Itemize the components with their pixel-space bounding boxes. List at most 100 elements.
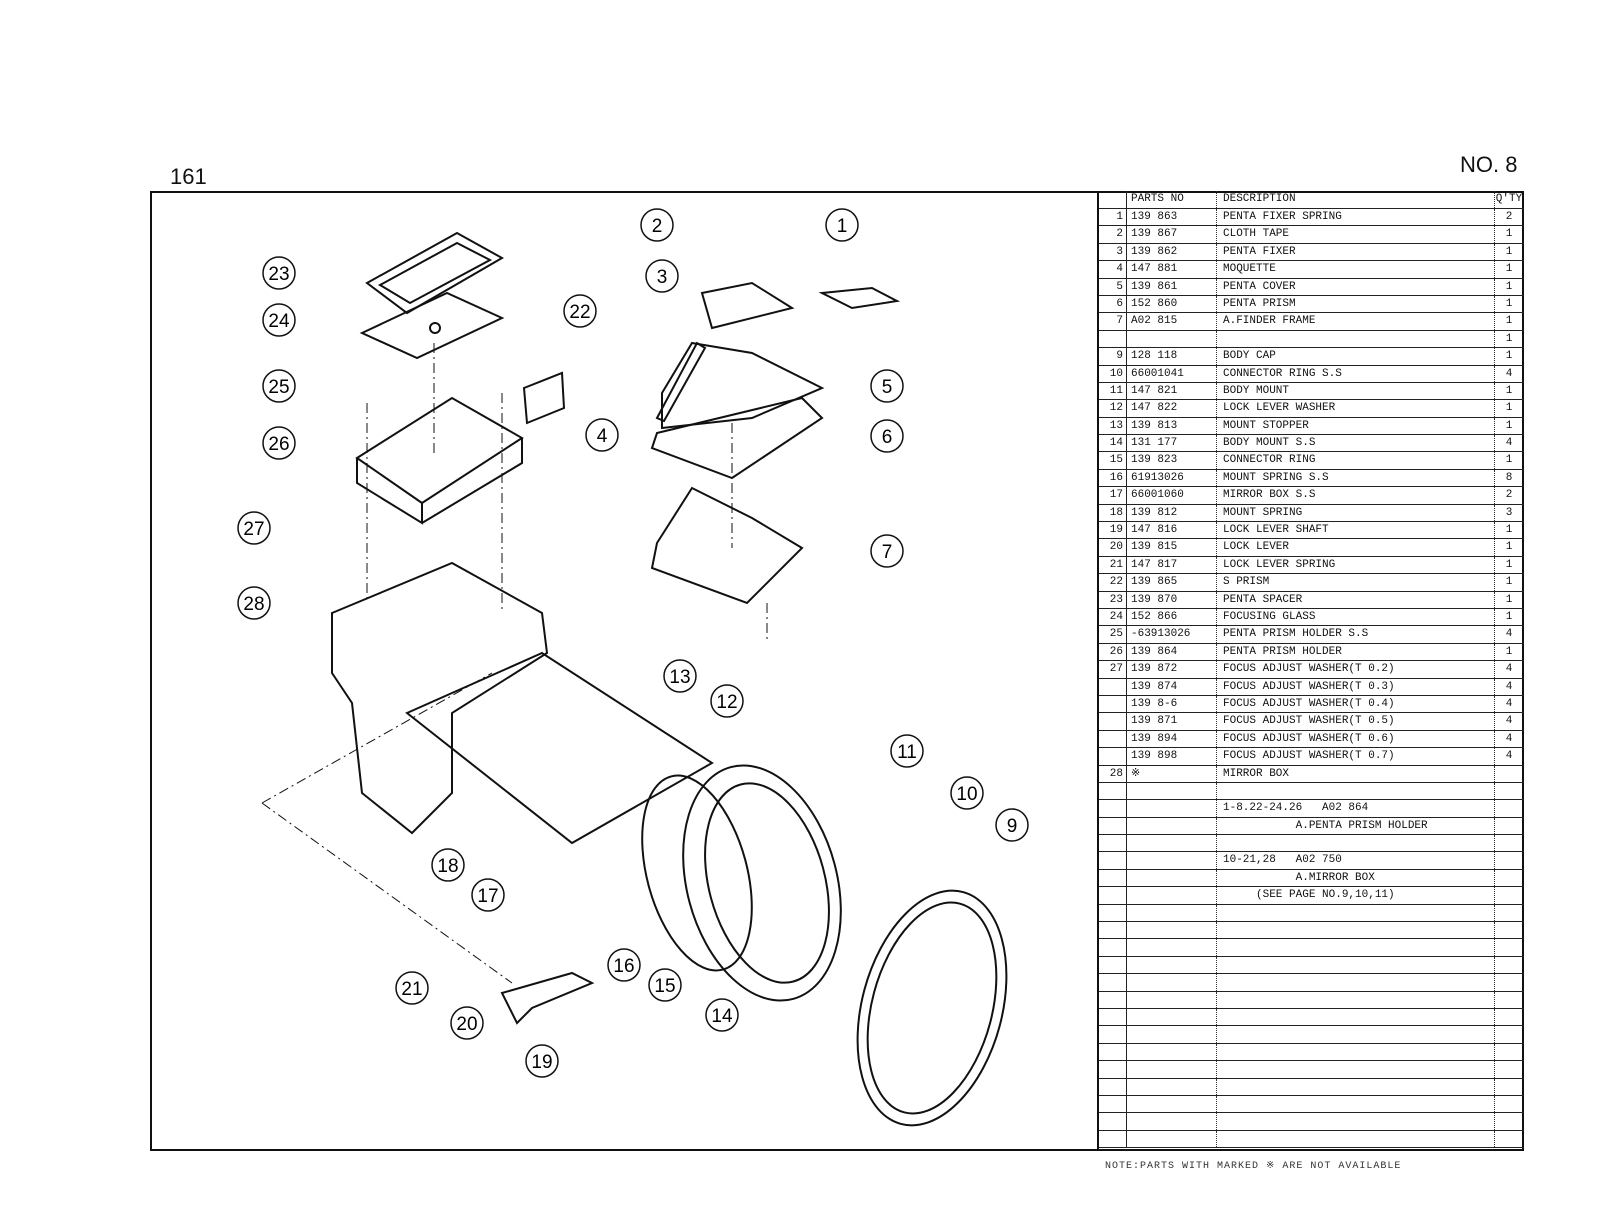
part-quantity: 1 bbox=[1505, 524, 1513, 537]
item-number: 11 bbox=[1099, 382, 1127, 400]
item-number: 26 bbox=[1099, 643, 1127, 661]
callout-label: 15 bbox=[654, 976, 675, 997]
part-quantity: 3 bbox=[1505, 506, 1513, 519]
part-quantity: 2 bbox=[1505, 489, 1513, 502]
part-quantity: 4 bbox=[1505, 715, 1513, 728]
callout-1: 1 bbox=[825, 208, 859, 242]
part-description bbox=[1217, 1095, 1495, 1113]
item-number: 12 bbox=[1099, 400, 1127, 417]
table-row bbox=[1099, 956, 1524, 975]
part-description bbox=[1217, 1026, 1495, 1043]
table-row bbox=[1099, 1026, 1524, 1044]
callout-label: 12 bbox=[716, 692, 737, 713]
callout-10: 10 bbox=[950, 776, 984, 810]
part-number bbox=[1127, 835, 1217, 852]
callout-25: 25 bbox=[262, 369, 296, 403]
part-quantity bbox=[1495, 852, 1523, 868]
callout-22: 22 bbox=[563, 294, 597, 328]
part-number bbox=[1127, 852, 1217, 869]
part-description: FOCUS ADJUST WASHER(T 0.2) bbox=[1217, 661, 1495, 678]
item-number bbox=[1099, 991, 1127, 1008]
item-number bbox=[1099, 1113, 1127, 1130]
callout-19: 19 bbox=[525, 1044, 559, 1078]
callout-label: 6 bbox=[882, 427, 893, 448]
part-number bbox=[1127, 922, 1217, 939]
item-number: 24 bbox=[1099, 608, 1127, 626]
item-number: 5 bbox=[1099, 278, 1127, 295]
penta-cover-shape bbox=[661, 341, 825, 430]
part-description bbox=[1217, 939, 1495, 956]
item-number: 9 bbox=[1099, 348, 1127, 365]
item-number bbox=[1099, 1078, 1127, 1095]
table-row bbox=[1099, 1078, 1524, 1096]
item-number bbox=[1099, 939, 1127, 956]
exploded-diagram: 1234567910111213141516171819202122232425… bbox=[237, 208, 1029, 1127]
callout-5: 5 bbox=[870, 369, 904, 403]
part-description bbox=[1217, 1008, 1495, 1026]
item-number: 10 bbox=[1099, 365, 1127, 382]
callout-11: 11 bbox=[890, 734, 924, 768]
part-number bbox=[1127, 991, 1217, 1008]
item-number: 17 bbox=[1099, 487, 1127, 504]
item-number: 20 bbox=[1099, 539, 1127, 556]
part-quantity: 1 bbox=[1505, 645, 1513, 658]
part-quantity: 4 bbox=[1505, 680, 1513, 693]
item-number bbox=[1099, 1130, 1127, 1148]
item-number bbox=[1099, 713, 1127, 730]
callout-label: 18 bbox=[437, 856, 458, 877]
table-row bbox=[1099, 974, 1524, 992]
item-number: 14 bbox=[1099, 435, 1127, 452]
part-quantity bbox=[1495, 1113, 1523, 1129]
part-number bbox=[1127, 869, 1217, 887]
part-number bbox=[1127, 330, 1217, 348]
part-quantity: 1 bbox=[1505, 576, 1513, 589]
item-number bbox=[1099, 330, 1127, 348]
part-number: 139 812 bbox=[1127, 504, 1217, 522]
part-quantity bbox=[1495, 766, 1523, 782]
part-description: BODY MOUNT S.S bbox=[1217, 435, 1495, 452]
item-number bbox=[1099, 887, 1127, 904]
part-quantity: 1 bbox=[1505, 454, 1513, 467]
penta-fixer-shape bbox=[700, 281, 795, 330]
part-quantity bbox=[1495, 1096, 1523, 1112]
penta-fixer-spring-shape bbox=[818, 286, 901, 310]
item-number: 21 bbox=[1099, 556, 1127, 574]
item-number: 7 bbox=[1099, 313, 1127, 330]
part-description: 1-8.22-24.26 A02 864 bbox=[1217, 800, 1495, 817]
part-number: 139 865 bbox=[1127, 574, 1217, 591]
part-description: S PRISM bbox=[1217, 574, 1495, 591]
part-number bbox=[1127, 974, 1217, 991]
part-quantity bbox=[1495, 1026, 1523, 1042]
part-number: 139 813 bbox=[1127, 417, 1217, 435]
callout-15: 15 bbox=[648, 968, 682, 1002]
callout-label: 25 bbox=[268, 377, 289, 398]
part-number: 139 871 bbox=[1127, 713, 1217, 730]
figure-frame bbox=[150, 191, 1524, 1151]
item-number bbox=[1099, 748, 1127, 765]
callout-label: 22 bbox=[569, 302, 590, 323]
part-number: 139 898 bbox=[1127, 748, 1217, 765]
part-quantity: 1 bbox=[1505, 315, 1513, 328]
item-number: 16 bbox=[1099, 469, 1127, 487]
finder-frame-shape bbox=[650, 486, 804, 605]
item-number bbox=[1099, 1095, 1127, 1113]
table-row bbox=[1099, 1095, 1524, 1114]
item-number: 2 bbox=[1099, 226, 1127, 243]
part-quantity: 1 bbox=[1505, 541, 1513, 554]
callout-label: 5 bbox=[882, 377, 893, 398]
callout-9: 9 bbox=[995, 808, 1029, 842]
part-description: MOUNT STOPPER bbox=[1217, 417, 1495, 435]
part-number: ※ bbox=[1127, 765, 1217, 782]
part-description bbox=[1217, 956, 1495, 974]
